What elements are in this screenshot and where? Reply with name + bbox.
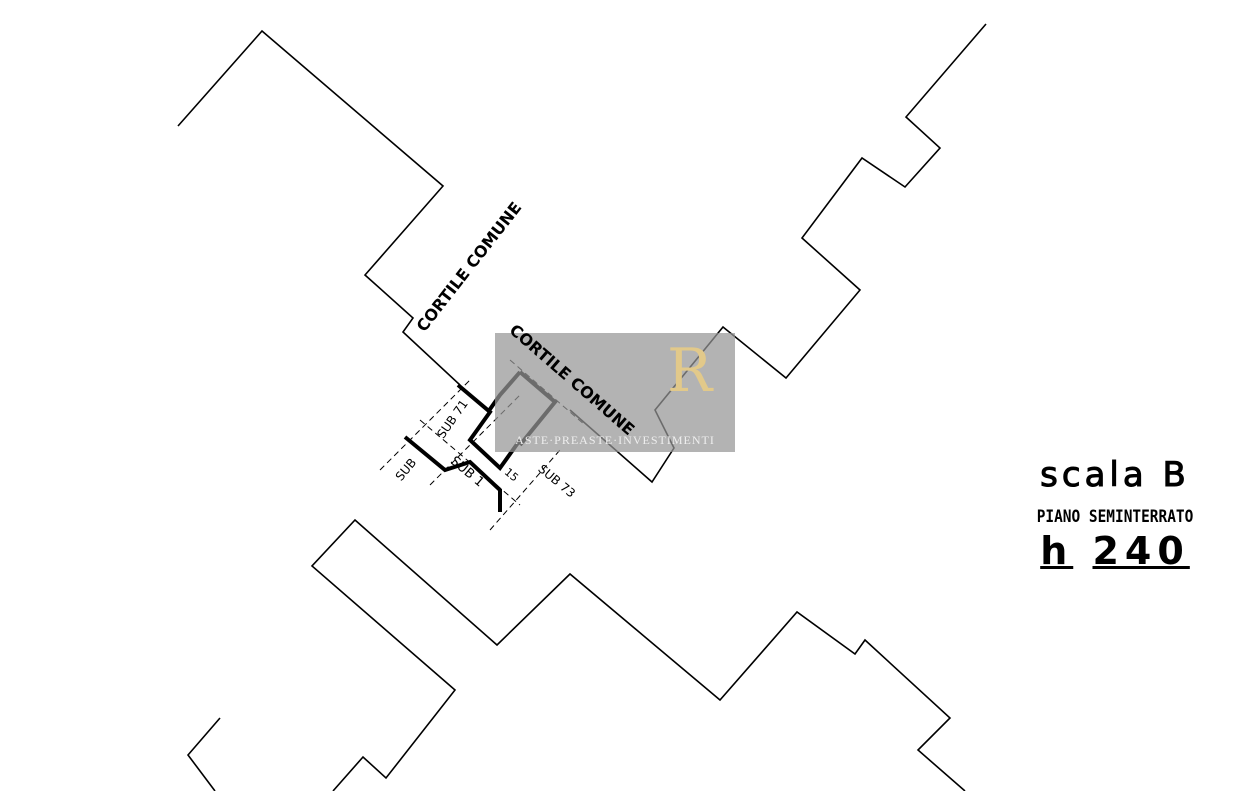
height-value: 240 xyxy=(1092,529,1190,573)
height-letter: h xyxy=(1040,529,1074,573)
watermark-text: ASTE·PREASTE·INVESTIMENTI xyxy=(515,433,715,447)
watermark-logo: R xyxy=(667,336,713,406)
building-outline-bottom-left xyxy=(186,717,221,791)
watermark: R ASTE·PREASTE·INVESTIMENTI xyxy=(495,333,735,452)
building-outline-bottom xyxy=(310,518,966,791)
floor-label: PIANO SEMINTERRATO xyxy=(1036,507,1194,527)
height-label: h 240 xyxy=(1000,529,1230,573)
plan-legend: scala B PIANO SEMINTERRATO h 240 xyxy=(1000,455,1230,574)
building-outline-top-left xyxy=(177,29,461,386)
scala-label: scala B xyxy=(1040,455,1190,496)
